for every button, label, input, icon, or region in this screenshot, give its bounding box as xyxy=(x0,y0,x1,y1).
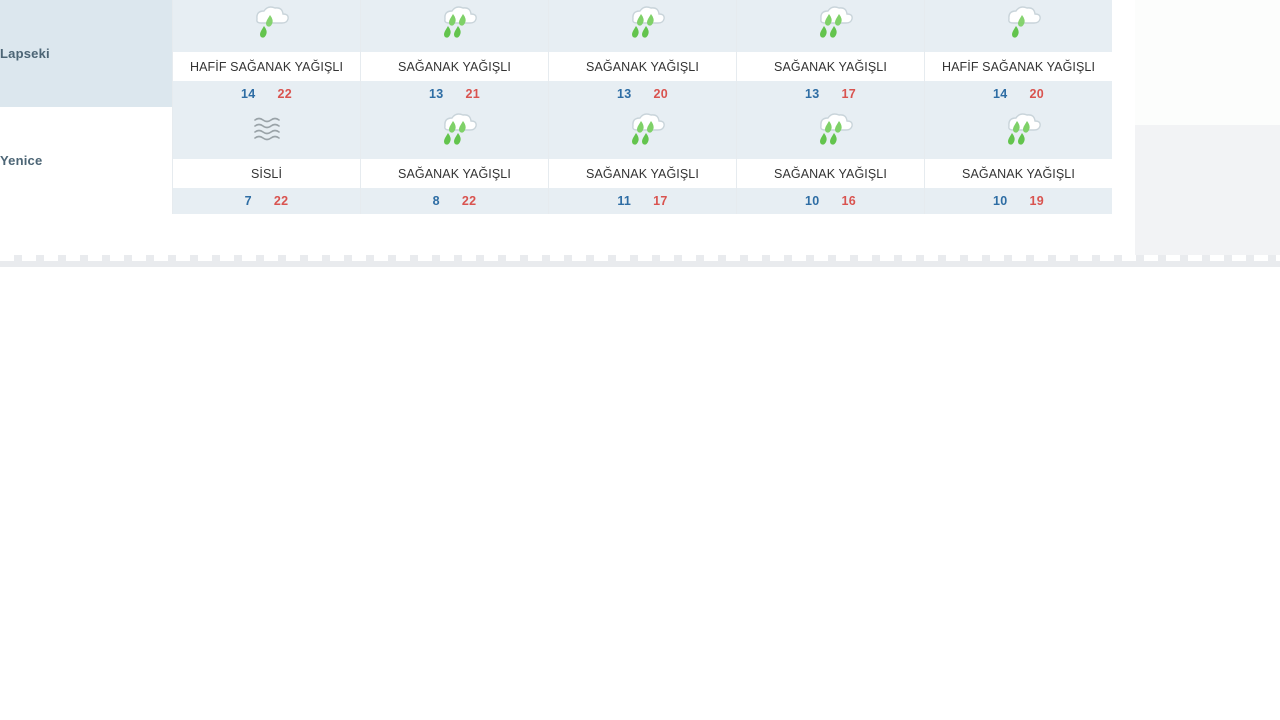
rain-shower-icon xyxy=(615,2,671,46)
forecast-cell-description: SAĞANAK YAĞIŞLI xyxy=(548,159,737,188)
forecast-cell-description: SAĞANAK YAĞIŞLI xyxy=(548,52,737,81)
forecast-cell-temps: 14 20 xyxy=(924,81,1112,107)
page-empty-area xyxy=(0,267,1280,720)
rain-shower-icon xyxy=(991,109,1047,153)
forecast-cell-description: SAĞANAK YAĞIŞLI xyxy=(736,52,925,81)
weather-description: HAFİF SAĞANAK YAĞIŞLI xyxy=(189,59,344,74)
temperature-pair: 8 22 xyxy=(433,194,477,208)
min-temperature: 14 xyxy=(992,87,1008,101)
location-name: Yenice xyxy=(0,153,43,168)
light-rain-shower-icon xyxy=(239,2,295,46)
forecast-cell-description: HAFİF SAĞANAK YAĞIŞLI xyxy=(924,52,1112,81)
table-row: 14 22 13 21 13 20 xyxy=(0,81,1112,107)
forecast-cell-temps: 13 17 xyxy=(736,81,925,107)
weather-description: SİSLİ xyxy=(250,166,283,181)
temperature-pair: 13 21 xyxy=(429,87,480,101)
forecast-cell-icon[interactable] xyxy=(736,107,925,159)
weather-description: SAĞANAK YAĞIŞLI xyxy=(398,59,511,74)
forecast-cell-icon[interactable] xyxy=(172,0,361,52)
min-temperature: 11 xyxy=(617,194,632,208)
weather-description: SAĞANAK YAĞIŞLI xyxy=(586,59,699,74)
min-temperature: 13 xyxy=(428,87,444,101)
min-temperature: 13 xyxy=(804,87,820,101)
forecast-cell-temps: 10 19 xyxy=(924,188,1112,214)
temperature-pair: 14 22 xyxy=(241,87,292,101)
rain-shower-icon xyxy=(615,109,671,153)
location-name: Lapseki xyxy=(0,46,50,61)
forecast-cell-icon[interactable] xyxy=(360,0,549,52)
forecast-cell-icon[interactable] xyxy=(924,107,1112,159)
forecast-cell-temps: 8 22 xyxy=(360,188,549,214)
forecast-cell-temps: 13 21 xyxy=(360,81,549,107)
forecast-cell-description: SAĞANAK YAĞIŞLI xyxy=(360,52,549,81)
location-label-yenice[interactable]: Yenice xyxy=(0,107,173,214)
forecast-cell-icon[interactable] xyxy=(924,0,1112,52)
min-temperature: 8 xyxy=(432,194,440,208)
forecast-cell-icon[interactable] xyxy=(172,107,361,159)
forecast-cell-icon[interactable] xyxy=(548,0,737,52)
temperature-pair: 14 20 xyxy=(993,87,1044,101)
location-label-lapseki[interactable]: Lapseki xyxy=(0,0,173,107)
max-temperature: 17 xyxy=(653,194,668,208)
weather-description: SAĞANAK YAĞIŞLI xyxy=(774,166,887,181)
forecast-cell-description: SAĞANAK YAĞIŞLI xyxy=(360,159,549,188)
min-temperature: 10 xyxy=(992,194,1008,208)
fog-icon xyxy=(242,109,292,153)
forecast-cell-description: SAĞANAK YAĞIŞLI xyxy=(924,159,1112,188)
forecast-cell-temps: 13 20 xyxy=(548,81,737,107)
forecast-cell-temps: 10 16 xyxy=(736,188,925,214)
forecast-card: Lapseki xyxy=(0,0,1135,255)
weather-description: SAĞANAK YAĞIŞLI xyxy=(774,59,887,74)
max-temperature: 17 xyxy=(841,87,857,101)
rain-shower-icon xyxy=(803,109,859,153)
side-panel-lower xyxy=(1135,125,1280,255)
forecast-table: Lapseki xyxy=(0,0,1112,214)
light-rain-shower-icon xyxy=(991,2,1047,46)
weather-description: HAFİF SAĞANAK YAĞIŞLI xyxy=(941,59,1096,74)
forecast-table-body: Lapseki xyxy=(0,0,1112,214)
forecast-cell-temps: 14 22 xyxy=(172,81,361,107)
forecast-cell-temps: 7 22 xyxy=(172,188,361,214)
forecast-cell-icon[interactable] xyxy=(548,107,737,159)
min-temperature: 13 xyxy=(616,87,632,101)
rain-shower-icon xyxy=(803,2,859,46)
temperature-pair: 13 20 xyxy=(617,87,668,101)
temperature-pair: 10 19 xyxy=(993,194,1044,208)
max-temperature: 22 xyxy=(273,194,289,208)
forecast-cell-temps: 11 17 xyxy=(548,188,737,214)
max-temperature: 22 xyxy=(461,194,477,208)
temperature-pair: 11 17 xyxy=(617,194,667,208)
min-temperature: 14 xyxy=(240,87,256,101)
temperature-pair: 13 17 xyxy=(805,87,856,101)
max-temperature: 21 xyxy=(465,87,481,101)
max-temperature: 19 xyxy=(1029,194,1045,208)
table-row: SİSLİ SAĞANAK YAĞIŞLI SAĞANAK YAĞIŞLI SA… xyxy=(0,159,1112,188)
rain-shower-icon xyxy=(427,2,483,46)
forecast-cell-description: SİSLİ xyxy=(172,159,361,188)
forecast-cell-description: HAFİF SAĞANAK YAĞIŞLI xyxy=(172,52,361,81)
table-row: Lapseki xyxy=(0,0,1112,107)
temperature-pair: 7 22 xyxy=(245,194,289,208)
weather-description: SAĞANAK YAĞIŞLI xyxy=(586,166,699,181)
forecast-cell-description: SAĞANAK YAĞIŞLI xyxy=(736,159,925,188)
side-panel-upper xyxy=(1135,0,1280,125)
forecast-cell-icon[interactable] xyxy=(360,107,549,159)
table-row: HAFİF SAĞANAK YAĞIŞLI SAĞANAK YAĞIŞLI SA… xyxy=(0,52,1112,81)
min-temperature: 10 xyxy=(804,194,820,208)
section-divider-scallop xyxy=(0,255,1280,261)
min-temperature: 7 xyxy=(244,194,252,208)
weather-description: SAĞANAK YAĞIŞLI xyxy=(398,166,511,181)
rain-shower-icon xyxy=(427,109,483,153)
weather-description: SAĞANAK YAĞIŞLI xyxy=(962,166,1075,181)
max-temperature: 20 xyxy=(1029,87,1045,101)
table-row: Yenice xyxy=(0,107,1112,214)
max-temperature: 22 xyxy=(277,87,293,101)
forecast-cell-icon[interactable] xyxy=(736,0,925,52)
max-temperature: 20 xyxy=(653,87,669,101)
temperature-pair: 10 16 xyxy=(805,194,856,208)
max-temperature: 16 xyxy=(841,194,857,208)
